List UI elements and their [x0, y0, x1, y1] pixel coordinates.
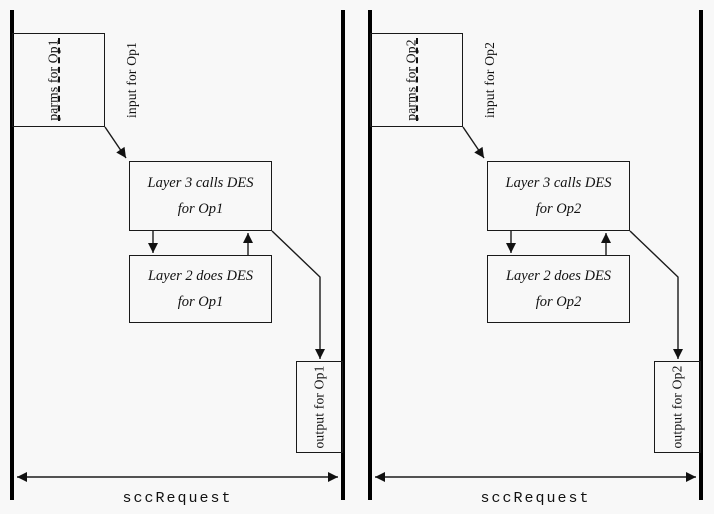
layer2-line2-op1: for Op1 [177, 293, 224, 310]
parms-input-divider-op1 [58, 38, 60, 121]
layer2-line2-op2: for Op2 [535, 293, 582, 310]
layer2-box-op1: Layer 2 does DES for Op1 [129, 255, 272, 323]
layer2-box-op2: Layer 2 does DES for Op2 [487, 255, 630, 323]
layer2-line1-op2: Layer 2 does DES [505, 267, 612, 284]
output-label-op1: output for Op1 [311, 365, 327, 449]
scc-request-label-op2: sccRequest [480, 490, 591, 507]
layer2-line1-op1: Layer 2 does DES [147, 267, 254, 284]
input-label-op2: input for Op2 [482, 41, 498, 119]
scc-request-label-op1: sccRequest [122, 490, 233, 507]
request-box-op1: parms for Op1 input for Op1 [12, 33, 139, 127]
layer3-line2-op1: for Op1 [177, 200, 224, 217]
layer3-line1-op1: Layer 3 calls DES [147, 174, 254, 191]
layer3-to-output-arrow-op1 [271, 230, 325, 359]
layer3-box-op2: Layer 3 calls DES for Op2 [487, 161, 630, 231]
request-to-layer3-arrow-op1 [104, 126, 127, 159]
output-box-op1: output for Op1 [296, 361, 343, 453]
layer3-box-op1: Layer 3 calls DES for Op1 [129, 161, 272, 231]
layer3-line1-op2: Layer 3 calls DES [505, 174, 612, 191]
parms-cell-op1: parms for Op1 [13, 34, 94, 126]
input-cell-op2: input for Op2 [452, 34, 528, 126]
parms-input-divider-op2 [416, 38, 418, 121]
layer3-to-output-arrow-op2 [629, 230, 683, 359]
output-label-op2: output for Op2 [669, 365, 685, 449]
layer3-line2-op2: for Op2 [535, 200, 582, 217]
request-to-layer3-arrow-op2 [462, 126, 485, 159]
input-cell-op1: input for Op1 [94, 34, 170, 126]
request-box-op2: parms for Op2 input for Op2 [370, 33, 497, 127]
input-label-op1: input for Op1 [124, 41, 140, 119]
parms-cell-op2: parms for Op2 [371, 34, 452, 126]
output-box-op2: output for Op2 [654, 361, 701, 453]
